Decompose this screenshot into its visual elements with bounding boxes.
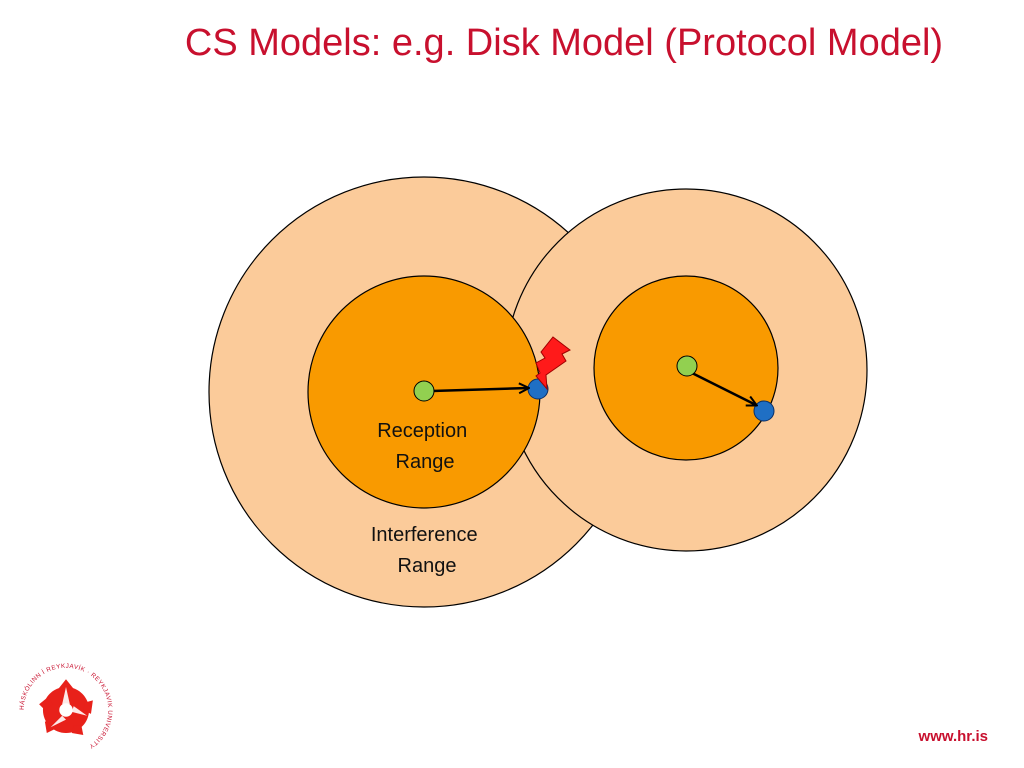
reception-label-line2: Range — [396, 451, 455, 473]
reception-label-line1: Reception — [377, 420, 467, 442]
footer-url[interactable]: www.hr.is — [918, 728, 988, 745]
interference-range-label: Interference Range — [371, 524, 483, 577]
receiver-node-right — [753, 400, 775, 422]
collision-bolt-icon — [535, 336, 571, 391]
sender-node-right — [676, 355, 698, 377]
reception-range-label: Reception Range — [377, 420, 473, 473]
transmission-arrow-left — [431, 388, 528, 391]
university-logo-icon: HÁSKÓLINN Í REYKJAVÍK · REYKJAVIK UNIVER… — [19, 663, 113, 750]
interference-label-line2: Range — [398, 555, 457, 577]
transmission-arrow-right — [691, 371, 756, 405]
interference-label-line1: Interference — [371, 524, 478, 546]
slide-title: CS Models: e.g. Disk Model (Protocol Mod… — [184, 22, 944, 64]
sender-node-left — [413, 380, 435, 402]
